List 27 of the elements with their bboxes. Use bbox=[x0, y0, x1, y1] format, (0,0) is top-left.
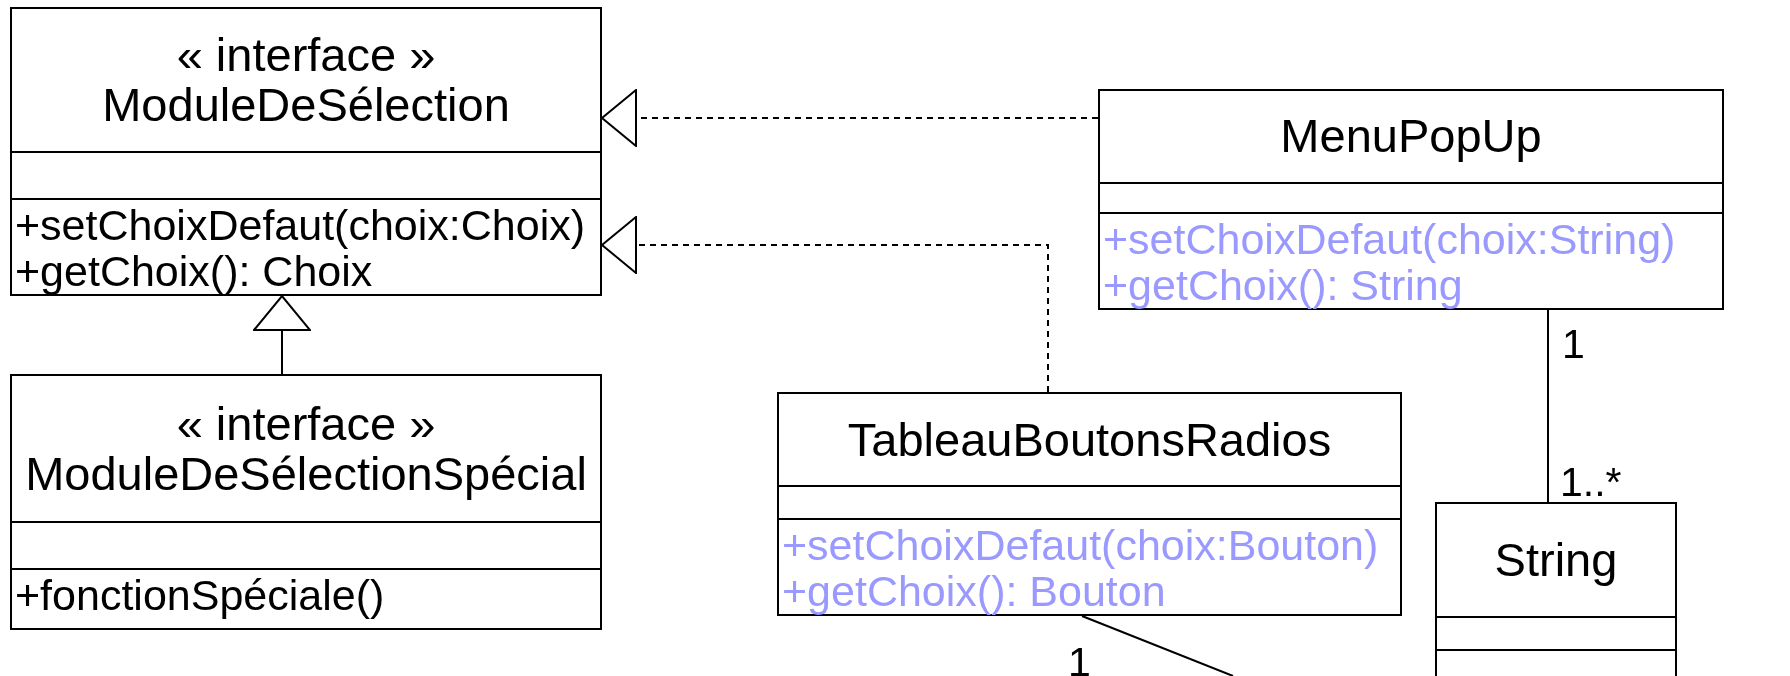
method-text: +fonctionSpéciale() bbox=[15, 572, 386, 618]
method-text: +getChoix(): String bbox=[1103, 262, 1463, 308]
association-line bbox=[1081, 615, 1234, 676]
class-box bbox=[1098, 89, 1724, 310]
realization-arrow bbox=[601, 216, 1049, 393]
class-name: TableauBoutonsRadios bbox=[847, 414, 1332, 465]
stereotype-label: « interface » bbox=[176, 398, 436, 449]
realization-arrow bbox=[601, 89, 1099, 147]
method-text: +getChoix(): Bouton bbox=[782, 568, 1166, 614]
class-box bbox=[10, 7, 602, 296]
class-name: ModuleDeSélection bbox=[102, 80, 510, 131]
method-text: +setChoixDefaut(choix:String) bbox=[1103, 216, 1677, 262]
class-name: String bbox=[1494, 535, 1618, 585]
stereotype-label: « interface » bbox=[176, 30, 436, 81]
multiplicity-label: 1 bbox=[1068, 640, 1091, 676]
multiplicity-label: 1..* bbox=[1560, 460, 1622, 504]
method-text: +setChoixDefaut(choix:Choix) bbox=[15, 202, 586, 248]
class-box bbox=[10, 374, 602, 630]
multiplicity-label: 1 bbox=[1562, 322, 1585, 366]
class-box bbox=[777, 392, 1402, 616]
method-text: +setChoixDefaut(choix:Bouton) bbox=[782, 522, 1380, 568]
class-box bbox=[1435, 502, 1677, 676]
realization-arrow bbox=[253, 295, 311, 375]
class-name: MenuPopUp bbox=[1280, 111, 1542, 162]
association-line bbox=[1547, 309, 1549, 503]
class-name: ModuleDeSélectionSpécial bbox=[25, 448, 587, 499]
method-text: +getChoix(): Choix bbox=[15, 248, 373, 294]
